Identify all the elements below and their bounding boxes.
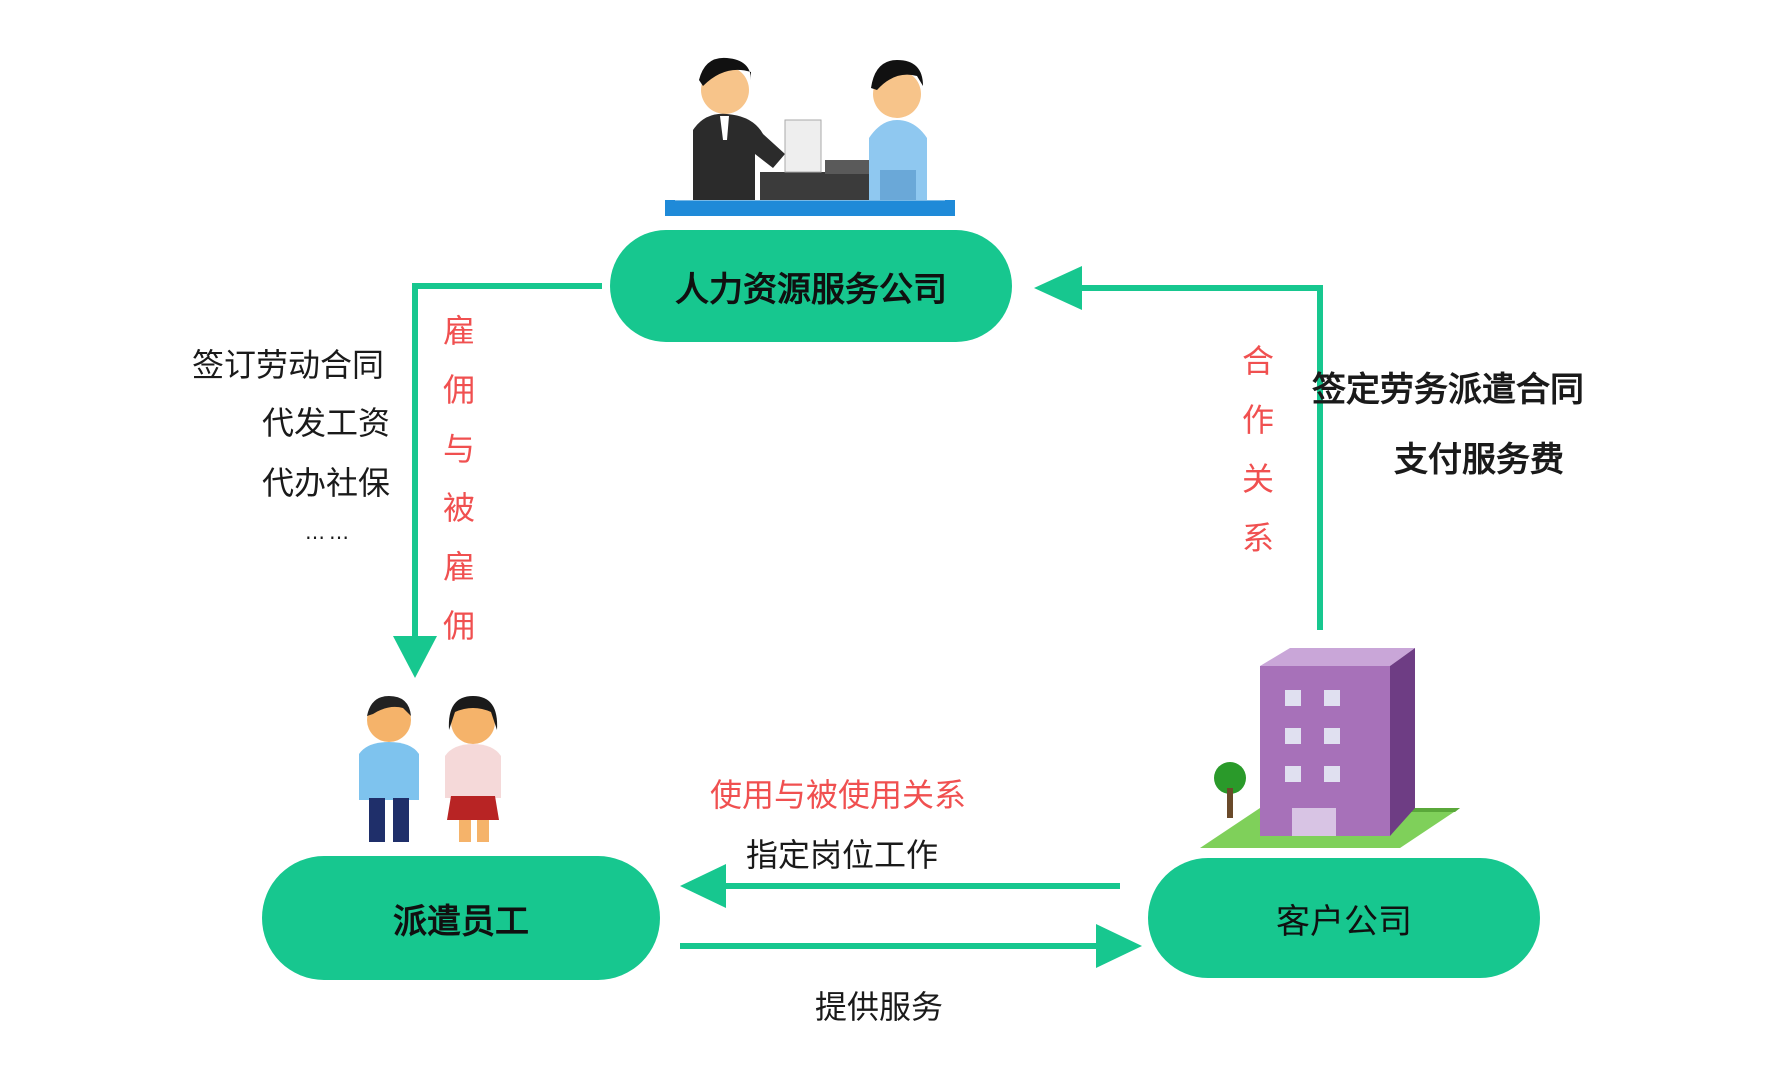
arrow-head-left-top bbox=[1034, 266, 1082, 310]
cooperation-char: 合 bbox=[1242, 342, 1275, 380]
dispatched-staff-node: 派遣员工 bbox=[262, 856, 660, 980]
employment-relation-vertical: 雇 佣 与 被 雇 佣 bbox=[443, 302, 475, 656]
hr-company-node: 人力资源服务公司 bbox=[610, 230, 1012, 342]
hr-company-label: 人力资源服务公司 bbox=[675, 269, 947, 310]
employment-char: 与 bbox=[443, 430, 476, 468]
arrow-head-down bbox=[393, 636, 437, 678]
cooperation-relation-vertical: 合 作 关 系 bbox=[1242, 332, 1274, 568]
cooperation-char: 关 bbox=[1242, 460, 1275, 498]
cooperation-char: 作 bbox=[1242, 401, 1275, 439]
label-social-insurance: 代办社保 bbox=[262, 464, 391, 502]
label-assign-post: 指定岗位工作 bbox=[746, 836, 939, 874]
employment-char: 佣 bbox=[443, 607, 476, 645]
employment-char: 被 bbox=[443, 489, 476, 527]
arrow-head-right bbox=[1096, 924, 1142, 968]
arrow-hr-to-staff bbox=[412, 283, 602, 640]
office-building-icon bbox=[1200, 648, 1460, 848]
label-usage-relation: 使用与被使用关系 bbox=[710, 776, 967, 814]
label-provide-service: 提供服务 bbox=[815, 988, 944, 1026]
arrow-client-to-hr bbox=[1080, 285, 1323, 630]
employment-char: 雇 bbox=[443, 312, 476, 350]
handshake-meeting-icon bbox=[665, 57, 955, 216]
employment-char: 雇 bbox=[443, 548, 476, 586]
dispatched-staff-label: 派遣员工 bbox=[393, 901, 529, 942]
label-pay-wages: 代发工资 bbox=[262, 404, 391, 442]
client-company-label: 客户公司 bbox=[1276, 901, 1412, 942]
label-sign-dispatch-contract: 签定劳务派遣合同 bbox=[1312, 370, 1584, 410]
arrow-head-left-bottom bbox=[680, 864, 726, 908]
label-pay-service-fee: 支付服务费 bbox=[1394, 440, 1564, 480]
couple-icon bbox=[359, 696, 501, 842]
client-company-node: 客户公司 bbox=[1148, 858, 1540, 978]
cooperation-char: 系 bbox=[1242, 519, 1275, 557]
label-sign-labor-contract: 签订劳动合同 bbox=[192, 346, 385, 384]
label-ellipsis: …… bbox=[305, 520, 353, 544]
employment-char: 佣 bbox=[443, 371, 476, 409]
